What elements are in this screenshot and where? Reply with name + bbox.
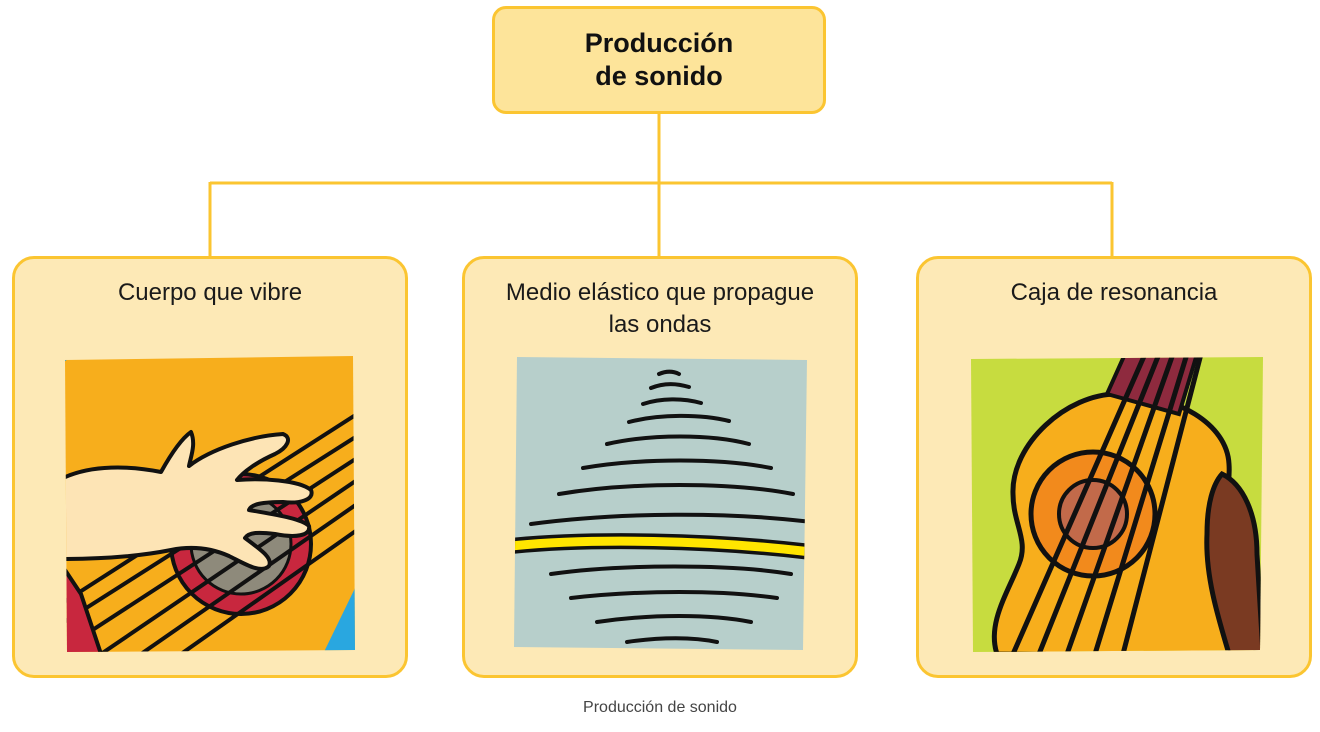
guitar-resonance-box-illustration xyxy=(971,357,1263,652)
card-title-line: Caja de resonancia xyxy=(1010,279,1218,306)
card-title: Cuerpo que vibre xyxy=(15,277,405,309)
card-title-line: Medio elástico que propague xyxy=(505,279,815,306)
card-title: Caja de resonancia xyxy=(919,277,1309,309)
card-caja-de-resonancia: Caja de resonancia xyxy=(916,256,1312,678)
card-title: Medio elástico que propague las ondas xyxy=(465,277,855,341)
hand-plucking-guitar-illustration xyxy=(65,356,355,652)
sound-waves-illustration xyxy=(514,357,807,650)
card-cuerpo-que-vibre: Cuerpo que vibre xyxy=(12,256,408,678)
root-node: Producción de sonido xyxy=(492,6,826,114)
card-medio-elastico: Medio elástico que propague las ondas xyxy=(462,256,858,678)
root-title-line1: Producción xyxy=(584,28,734,58)
card-title-line: Cuerpo que vibre xyxy=(117,279,303,306)
card-title-line: las ondas xyxy=(608,311,712,338)
root-title-line2: de sonido xyxy=(595,61,723,91)
figure-caption: Producción de sonido xyxy=(583,699,737,716)
